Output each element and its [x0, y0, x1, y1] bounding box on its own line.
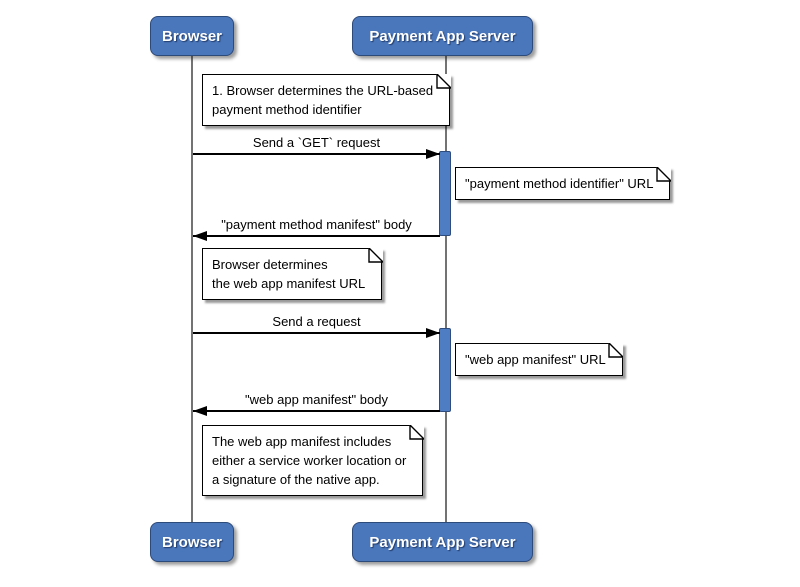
server-activation-bar: [439, 151, 451, 236]
note-fold-icon: [367, 247, 383, 263]
arrowhead-right-icon: [426, 149, 440, 159]
message-label: "web app manifest" body: [245, 392, 388, 407]
note-fold-icon: [408, 424, 424, 440]
note-text: the web app manifest URL: [212, 276, 366, 291]
actor-browser-bottom: Browser: [150, 522, 234, 562]
actor-label: Browser: [161, 27, 223, 45]
message-web-app-manifest-body: "web app manifest" body: [193, 391, 440, 416]
note-text: "web app manifest" URL: [465, 352, 606, 367]
note-fold-icon: [655, 166, 671, 182]
note-step1: 1. Browser determines the URL-based paym…: [202, 73, 451, 126]
actor-label: Payment App Server: [369, 27, 516, 45]
message-send-get-request: Send a `GET` request: [193, 134, 440, 159]
note-step3: The web app manifest includes either a s…: [202, 424, 424, 496]
message-line: [193, 149, 440, 159]
note-text: Browser determines: [212, 257, 328, 272]
note-step2: Browser determines the web app manifest …: [202, 247, 383, 300]
arrowhead-left-icon: [193, 406, 207, 416]
note-text: "payment method identifier" URL: [465, 176, 654, 191]
browser-lifeline: [191, 56, 193, 522]
note-text: 1. Browser determines the URL-based: [212, 83, 434, 98]
note-text: payment method identifier: [212, 102, 362, 117]
note-payment-method-identifier-url: "payment method identifier" URL: [455, 166, 671, 200]
note-web-app-manifest-url: "web app manifest" URL: [455, 342, 624, 376]
message-label: "payment method manifest" body: [221, 217, 412, 232]
arrowhead-left-icon: [193, 231, 207, 241]
server-lifeline: [445, 56, 447, 522]
note-fold-icon: [608, 342, 624, 358]
actor-server-bottom: Payment App Server: [352, 522, 533, 562]
message-line: [193, 231, 440, 241]
message-send-request: Send a request: [193, 313, 440, 338]
arrowhead-right-icon: [426, 328, 440, 338]
note-text: either a service worker location or: [212, 453, 407, 468]
message-line: [193, 406, 440, 416]
note-text: a signature of the native app.: [212, 472, 380, 487]
actor-label: Payment App Server: [369, 533, 516, 551]
note-text: The web app manifest includes: [212, 434, 392, 449]
server-activation-bar: [439, 328, 451, 412]
message-label: Send a `GET` request: [252, 135, 381, 150]
message-payment-method-manifest-body: "payment method manifest" body: [193, 216, 440, 241]
actor-label: Browser: [161, 533, 223, 551]
note-fold-icon: [435, 73, 451, 89]
actor-server-top: Payment App Server: [352, 16, 533, 56]
message-line: [193, 328, 440, 338]
message-label: Send a request: [272, 314, 361, 329]
actor-browser-top: Browser: [150, 16, 234, 56]
